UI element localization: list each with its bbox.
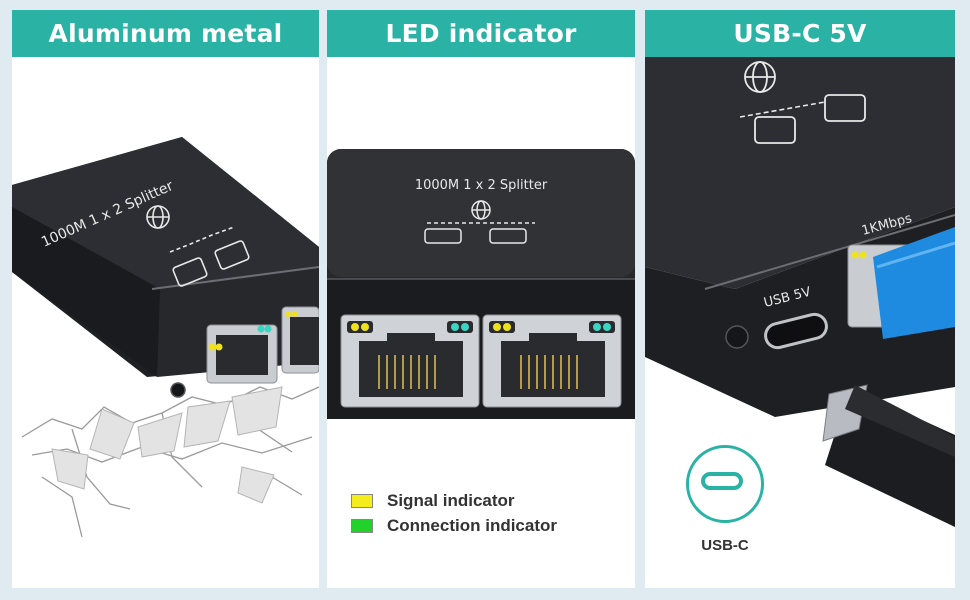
- led-legend: Signal indicator Connection indicator: [351, 488, 557, 538]
- usb-c-cable: [822, 384, 955, 527]
- legend-label: Signal indicator: [387, 490, 515, 510]
- usb-c-port-icon: [686, 445, 764, 523]
- screw-icon: [725, 325, 749, 349]
- globe-network-icon: [146, 205, 170, 229]
- legend-item-signal: Signal indicator: [351, 488, 557, 513]
- legend-swatch-yellow: [351, 493, 373, 508]
- splitter-photo-front: 1000M 1 x 2 Splitter: [327, 57, 635, 588]
- panel-led-indicator: LED indicator 1000M 1 x 2 Splitter: [327, 10, 635, 588]
- splitter-body: 1KMbps USB 5V: [645, 57, 955, 527]
- panel-aluminum-metal: Aluminum metal: [12, 10, 319, 588]
- ethernet-port-right: [482, 314, 622, 408]
- legend-swatch-green: [351, 518, 373, 533]
- usb-c-port-shape: [701, 472, 743, 490]
- splitter-body: 1000M 1 x 2 Splitter: [12, 137, 319, 398]
- ethernet-cable-blue: [873, 227, 955, 339]
- legend-label: Connection indicator: [387, 515, 557, 535]
- panel-usb-c: USB-C 5V 1KMbps: [645, 10, 955, 588]
- panel-title: LED indicator: [327, 10, 635, 57]
- legend-item-connection: Connection indicator: [351, 513, 557, 538]
- computer-monitor-icon: [754, 94, 866, 144]
- usb-c-port-icon: [764, 312, 828, 350]
- splitter-photo-usb-side: 1KMbps USB 5V: [645, 57, 955, 588]
- screw-icon: [170, 382, 186, 398]
- computer-monitor-icon: [424, 228, 527, 244]
- usb-c-label: USB-C: [701, 537, 749, 554]
- splitter-body: 1000M 1 x 2 Splitter: [327, 149, 635, 419]
- ethernet-port-left: [340, 314, 480, 408]
- panel-title: USB-C 5V: [645, 10, 955, 57]
- globe-network-icon: [471, 200, 491, 220]
- model-label: 1000M 1 x 2 Splitter: [415, 178, 548, 193]
- splitter-photo-angled: 1000M 1 x 2 Splitter: [12, 57, 319, 588]
- globe-network-icon: [744, 61, 776, 93]
- computer-monitor-icon: [169, 226, 250, 287]
- panel-title: Aluminum metal: [12, 10, 319, 57]
